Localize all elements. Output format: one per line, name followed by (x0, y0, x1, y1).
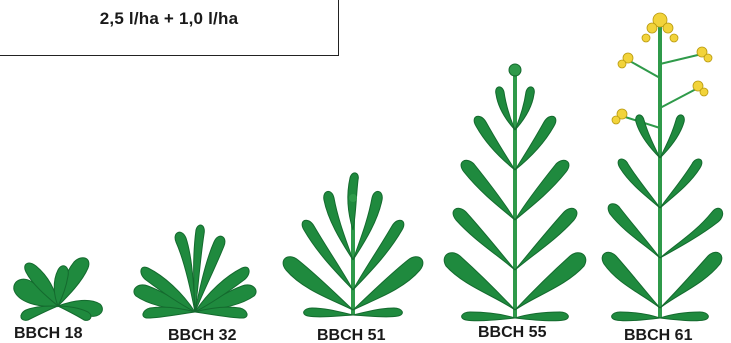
stage-label-bbch-51: BBCH 51 (317, 327, 385, 343)
bud-separation-plant (440, 60, 590, 322)
dose-text: 2,5 l/ha + 1,0 l/ha (0, 9, 339, 29)
rosette-plant (8, 236, 108, 322)
stage-label-bbch-18: BBCH 18 (14, 325, 82, 343)
stem-elongation-plant (130, 220, 260, 320)
flowering-plant (598, 8, 728, 322)
stage-label-bbch-32: BBCH 32 (168, 327, 236, 343)
dose-box: 2,5 l/ha + 1,0 l/ha (0, 0, 339, 56)
stage-label-bbch-55: BBCH 55 (478, 324, 546, 342)
stage-label-bbch-61: BBCH 61 (624, 327, 692, 343)
bud-visible-plant (278, 170, 428, 320)
